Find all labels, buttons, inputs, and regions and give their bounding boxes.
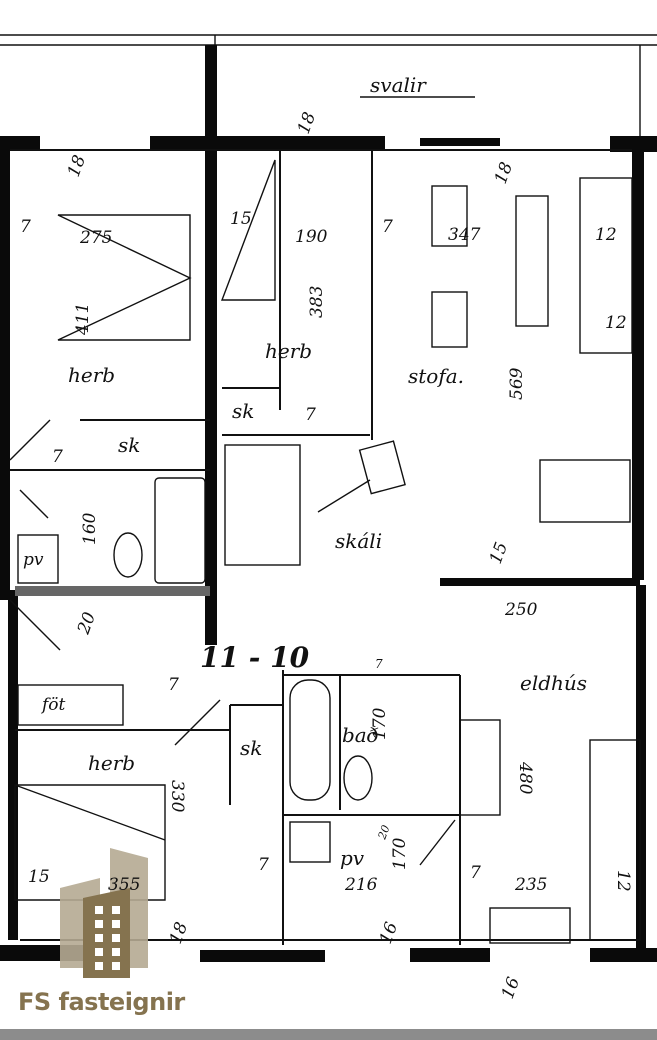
dim-7-f: 7 — [375, 657, 383, 671]
dim-15-b: 15 — [486, 540, 512, 567]
dim-18-b: 18 — [294, 109, 320, 136]
dim-7-b: 7 — [382, 217, 393, 237]
dim-7-h: 7 — [470, 863, 481, 883]
dim-7-g: 7 — [258, 855, 269, 875]
room-label-pv-2: pv — [340, 846, 365, 870]
dim-20-a: 20 — [74, 609, 101, 637]
dim-18-c: 18 — [491, 159, 517, 186]
dim-170-a: 170 — [370, 707, 390, 740]
room-label-sk-1: sk — [232, 399, 254, 423]
dim-330: 330 — [167, 780, 187, 813]
room-label-eldhus: eldhús — [520, 671, 587, 695]
room-label-skali: skáli — [335, 529, 382, 553]
dim-15-a: 15 — [230, 209, 252, 229]
dim-275: 275 — [79, 228, 112, 248]
interior-lines — [9, 150, 641, 945]
dim-12-a: 12 — [595, 225, 617, 245]
dim-411: 411 — [73, 303, 93, 336]
dim-160: 160 — [80, 512, 100, 545]
logo-text: FS fasteignir — [18, 988, 185, 1016]
walls — [0, 45, 657, 962]
dim-347: 347 — [448, 225, 481, 245]
dim-20-b: 20 — [375, 823, 392, 842]
dim-7-e: 7 — [168, 675, 179, 695]
dim-170-b: 170 — [390, 837, 410, 870]
room-label-sk-3: sk — [240, 736, 262, 760]
dim-235: 235 — [514, 875, 547, 895]
room-label-pv-1: pv — [23, 550, 44, 570]
room-label-herb-1: herb — [68, 363, 115, 387]
dim-12-c: 12 — [613, 870, 633, 892]
dim-16-a: 16 — [376, 919, 402, 946]
unit-label: 11 - 10 — [200, 641, 310, 674]
fs-fasteignir-logo — [60, 848, 148, 978]
dim-7-c: 7 — [52, 447, 63, 467]
room-label-sk-2: sk — [118, 433, 140, 457]
dim-18-a: 18 — [64, 152, 90, 179]
dim-355: 355 — [108, 875, 140, 895]
dim-383: 383 — [307, 286, 327, 318]
dim-569: 569 — [507, 367, 527, 400]
room-label-fot: föt — [40, 695, 66, 715]
bottom-bar — [0, 1029, 657, 1040]
dim-190: 190 — [295, 227, 328, 247]
room-label-herb-2: herb — [265, 339, 312, 363]
dim-18-d: 18 — [166, 919, 192, 946]
dim-480: 480 — [515, 761, 535, 795]
building-windows — [95, 906, 120, 970]
balcony-lines — [0, 34, 657, 140]
room-label-svalir: svalir — [370, 73, 427, 97]
room-label-herb-3: herb — [88, 751, 135, 775]
room-label-stofa: stofa. — [408, 364, 464, 388]
room-label-bad: bað — [342, 723, 379, 747]
dim-216: 216 — [344, 875, 378, 895]
dim-7-a: 7 — [20, 217, 31, 237]
dim-7-d: 7 — [305, 405, 316, 425]
dim-16-b: 16 — [498, 974, 524, 1001]
room-labels: svalir herb herb herb stofa. skáli eldhú… — [23, 73, 587, 870]
dim-250: 250 — [504, 600, 538, 620]
dim-12-b: 12 — [605, 313, 627, 333]
dim-15-c: 15 — [28, 867, 50, 887]
